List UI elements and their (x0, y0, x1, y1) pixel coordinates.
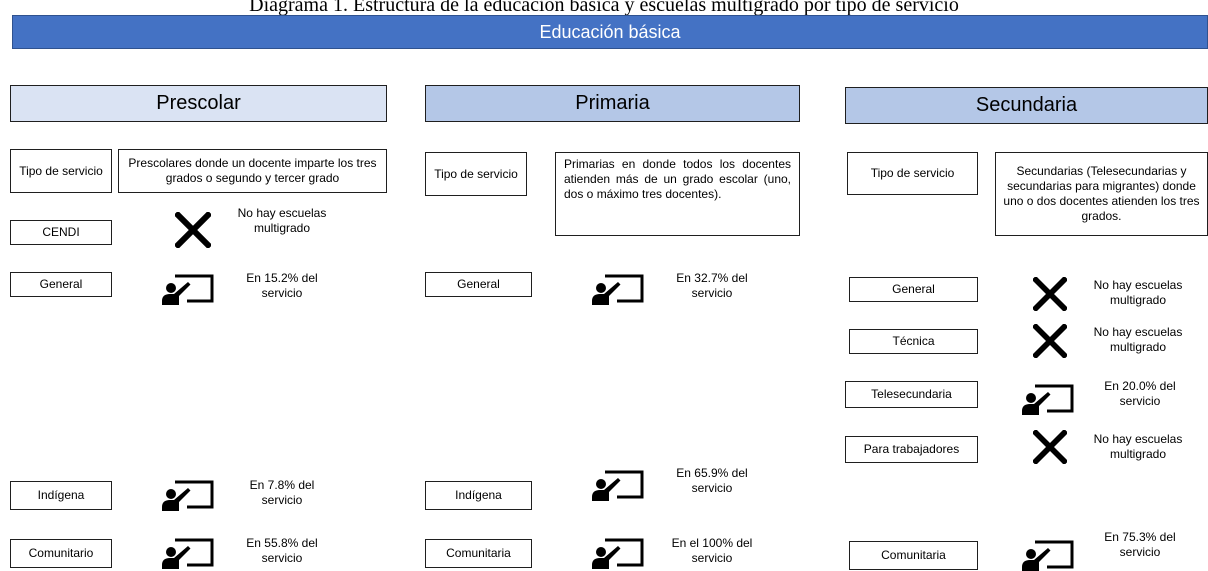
service-box-cendi: CENDI (10, 220, 112, 245)
tipo-servicio-label-prescolar: Tipo de servicio (10, 149, 112, 193)
level-header-prescolar: Prescolar (10, 85, 387, 122)
description-primaria: Primarias en donde todos los docentes at… (555, 152, 800, 236)
x-mark-icon (175, 212, 211, 248)
teacher-board-icon (1020, 381, 1075, 415)
banner-educacion-basica: Educación básica (12, 15, 1208, 49)
x-mark-icon (1033, 277, 1067, 311)
note-cendi: No hay escuelas multigrado (237, 206, 327, 235)
teacher-board-icon (160, 535, 215, 569)
teacher-board-icon (160, 477, 215, 511)
note-comunitario-prescolar: En 55.8% del servicio (246, 536, 318, 565)
service-box-indigena-primaria: Indígena (425, 481, 532, 510)
note-general-secundaria: No hay escuelas multigrado (1093, 278, 1183, 307)
teacher-board-icon (160, 271, 215, 305)
note-indigena-primaria: En 65.9% del servicio (676, 466, 748, 495)
note-telesecundaria: En 20.0% del servicio (1104, 379, 1176, 408)
note-indigena-prescolar: En 7.8% del servicio (249, 478, 315, 507)
teacher-board-icon (590, 467, 645, 501)
service-box-general-primaria: General (425, 272, 532, 297)
note-general-primaria: En 32.7% del servicio (676, 271, 748, 300)
service-box-comunitaria-primaria: Comunitaria (425, 539, 532, 568)
diagram-caption: Diagrama 1. Estructura de la educación b… (249, 0, 959, 16)
x-mark-icon (1033, 324, 1067, 358)
note-comunitaria-primaria: En el 100% del servicio (671, 536, 753, 565)
service-box-comunitario: Comunitario (10, 539, 112, 568)
service-box-indigena-prescolar: Indígena (10, 481, 112, 510)
service-box-telesecundaria: Telesecundaria (845, 381, 978, 408)
note-comunitaria-secundaria: En 75.3% del servicio (1104, 530, 1176, 559)
service-box-tecnica: Técnica (849, 329, 978, 354)
level-header-secundaria: Secundaria (845, 87, 1208, 124)
description-secundaria: Secundarias (Telesecundarias y secundari… (995, 152, 1208, 236)
note-tecnica: No hay escuelas multigrado (1093, 325, 1183, 354)
service-box-general-prescolar: General (10, 272, 112, 297)
note-para-trabajadores: No hay escuelas multigrado (1093, 432, 1183, 461)
service-box-para-trabajadores: Para trabajadores (845, 436, 978, 463)
tipo-servicio-label-primaria: Tipo de servicio (425, 152, 527, 196)
teacher-board-icon (590, 535, 645, 569)
tipo-servicio-label-secundaria: Tipo de servicio (847, 152, 978, 195)
teacher-board-icon (590, 271, 645, 305)
description-prescolar: Prescolares donde un docente imparte los… (118, 149, 387, 193)
x-mark-icon (1033, 430, 1067, 464)
level-header-primaria: Primaria (425, 85, 800, 122)
service-box-general-secundaria: General (849, 277, 978, 302)
note-general-prescolar: En 15.2% del servicio (246, 271, 318, 300)
